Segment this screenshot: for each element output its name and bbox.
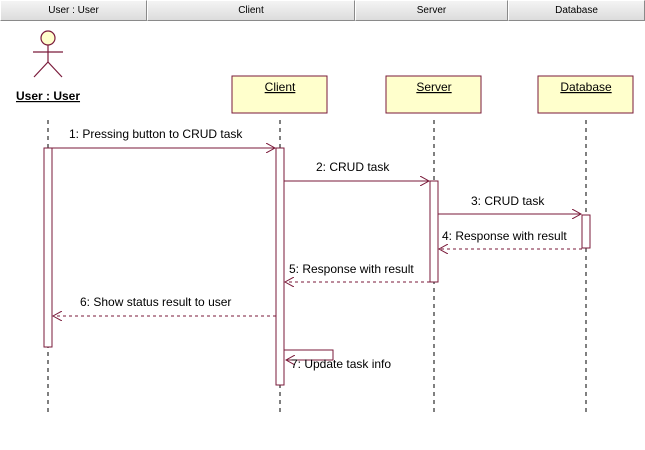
message-3-label: 3: CRUD task [471,194,545,208]
message-5-label: 5: Response with result [289,262,414,276]
object-server-label: Server [416,80,451,94]
activation-database[interactable] [581,214,591,249]
column-header-bar: User : User Client Server Database [0,0,645,21]
column-header-client[interactable]: Client [147,0,355,21]
message-1-label: 1: Pressing button to CRUD task [69,127,243,141]
object-server[interactable]: Server [385,75,482,114]
actor-figure[interactable] [33,30,63,78]
message-4-label: 4: Response with result [442,229,567,243]
object-database-label: Database [560,80,612,94]
message-2-label: 2: CRUD task [316,160,390,174]
message-7-label: 7: Update task info [291,357,391,371]
message-6-label: 6: Show status result to user [80,295,231,309]
activation-server[interactable] [429,180,439,283]
message-7-self-arrow[interactable] [284,349,334,360]
column-header-server[interactable]: Server [355,0,508,21]
actor-label: User : User [16,89,80,103]
activation-user[interactable] [43,147,53,348]
column-header-database[interactable]: Database [508,0,645,21]
object-client-label: Client [265,80,296,94]
object-database[interactable]: Database [537,75,634,114]
activation-client[interactable] [275,147,285,386]
column-header-user[interactable]: User : User [0,0,147,21]
object-client[interactable]: Client [231,75,328,114]
